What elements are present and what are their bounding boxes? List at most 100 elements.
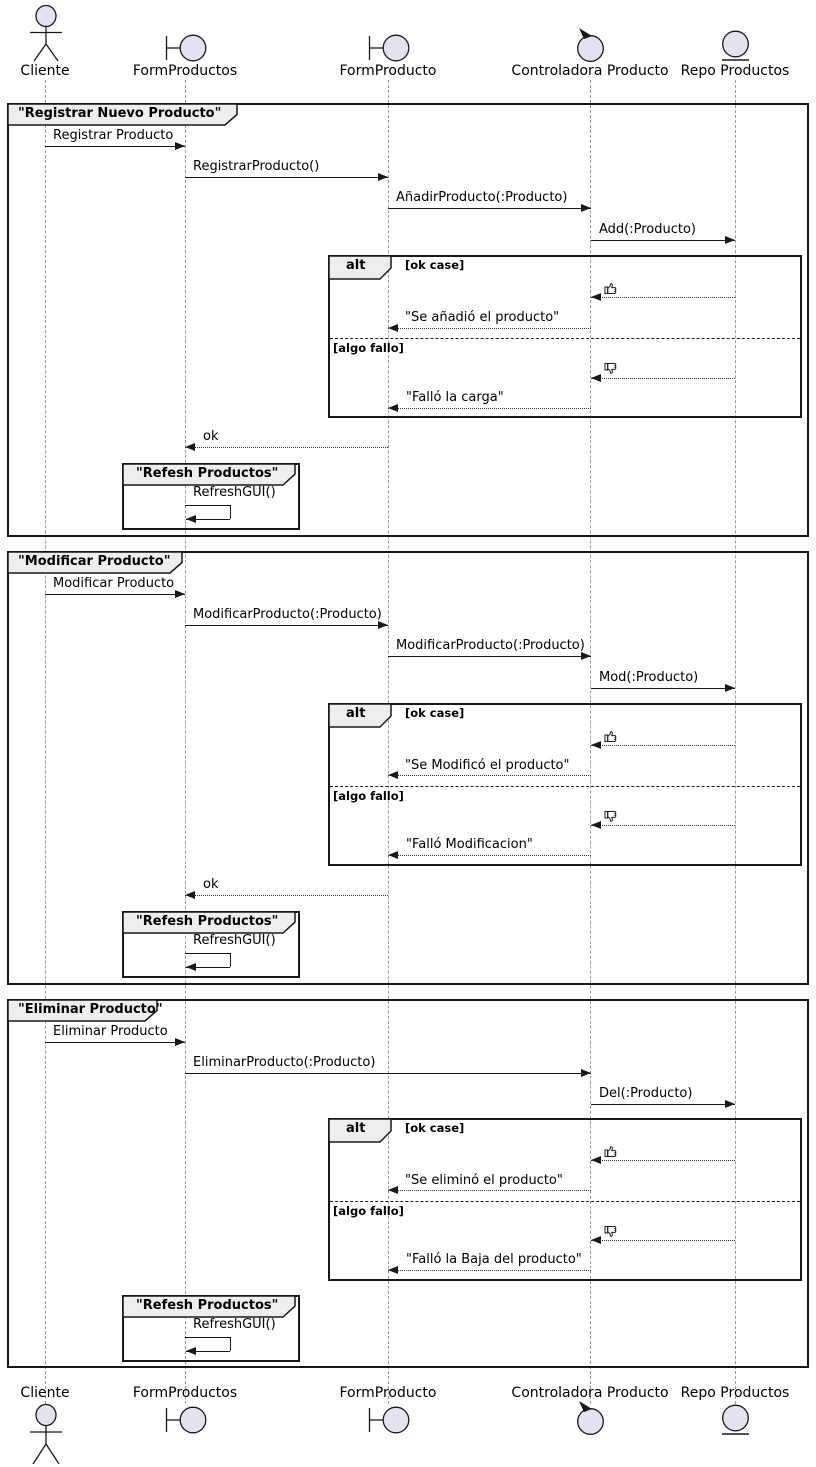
- arrowhead: [378, 173, 388, 181]
- alt-keyword: alt: [346, 706, 366, 721]
- boundary-icon: [368, 34, 410, 62]
- message-label: ModificarProducto(:Producto): [193, 607, 382, 622]
- return-line: [185, 895, 388, 896]
- return-line: [388, 328, 591, 329]
- alt-guard-fail: [algo fallo]: [333, 1204, 404, 1218]
- entity-icon: [722, 1404, 749, 1435]
- participant-label-formproductos: FormProductos: [132, 63, 238, 79]
- group-title: "Refesh Productos": [136, 914, 279, 929]
- arrowhead: [591, 821, 601, 829]
- frame-title: "Registrar Nuevo Producto": [18, 106, 222, 121]
- self-message-line: [186, 1351, 230, 1352]
- self-message-label: RefreshGUI(): [193, 933, 276, 948]
- alt-fragment: [328, 1118, 802, 1281]
- alt-keyword: alt: [346, 1121, 366, 1136]
- frame-eliminar: [7, 999, 809, 1368]
- participant-label-controladora: Controladora Producto: [511, 1385, 669, 1401]
- thumbs-down-icon: [604, 811, 617, 822]
- self-message-line: [186, 967, 230, 968]
- alt-guard-ok: [ok case]: [405, 258, 465, 272]
- return-label: "Falló la carga": [406, 390, 504, 405]
- return-line: [388, 775, 591, 776]
- frame-title-pentagon: [7, 999, 158, 1022]
- message-line: [45, 594, 185, 595]
- message-label: Add(:Producto): [599, 222, 697, 237]
- control-icon: [577, 1401, 604, 1435]
- arrowhead: [725, 1100, 735, 1108]
- return-line: [185, 447, 388, 448]
- arrowhead: [175, 142, 185, 150]
- frame-modificar: [7, 551, 809, 985]
- arrowhead: [591, 741, 601, 749]
- arrowhead: [591, 293, 601, 301]
- arrowhead: [185, 891, 195, 899]
- arrowhead: [725, 684, 735, 692]
- group-pentagon: [122, 911, 296, 934]
- arrowhead: [581, 1069, 591, 1077]
- arrowhead: [186, 515, 196, 523]
- return-label: "Se añadió el producto": [405, 310, 560, 325]
- message-label: Eliminar Producto: [53, 1024, 168, 1039]
- message-label: ModificarProducto(:Producto): [396, 638, 585, 653]
- return-line: [591, 297, 735, 298]
- group-pentagon: [122, 1295, 296, 1318]
- return-line: [591, 378, 735, 379]
- participant-label-formproductos: FormProductos: [132, 1385, 238, 1401]
- self-message-line: [186, 519, 230, 520]
- return-line: [591, 825, 735, 826]
- lifeline-formproducto: [388, 80, 389, 1404]
- participant-label-controladora: Controladora Producto: [511, 63, 669, 79]
- group-title: "Refesh Productos": [136, 466, 279, 481]
- arrowhead: [388, 324, 398, 332]
- arrowhead: [591, 1156, 601, 1164]
- return-line: [591, 1240, 735, 1241]
- return-line: [388, 408, 591, 409]
- message-line: [45, 146, 185, 147]
- participant-label-cliente: Cliente: [20, 63, 70, 79]
- return-label: "Falló la Baja del producto": [406, 1252, 582, 1267]
- alt-guard-ok: [ok case]: [405, 706, 465, 720]
- frame-title-pentagon: [7, 103, 238, 126]
- message-label: Modificar Producto: [53, 576, 175, 591]
- message-line: [185, 1073, 591, 1074]
- return-line: [388, 855, 591, 856]
- arrowhead: [185, 443, 195, 451]
- arrowhead: [591, 374, 601, 382]
- return-line: [388, 1190, 591, 1191]
- thumbs-down-icon: [604, 363, 617, 374]
- alt-fragment: [328, 703, 802, 866]
- participant-label-cliente: Cliente: [20, 1385, 70, 1401]
- arrowhead: [175, 590, 185, 598]
- return-label: ok: [203, 429, 219, 444]
- alt-divider: [330, 1201, 800, 1202]
- participant-label-repo: Repo Productos: [680, 63, 790, 79]
- participant-label-formproducto: FormProducto: [339, 1385, 437, 1401]
- message-line: [388, 208, 591, 209]
- alt-divider: [330, 338, 800, 339]
- thumbs-up-icon: [604, 1146, 617, 1157]
- alt-pentagon: [328, 703, 392, 728]
- return-label: ok: [203, 877, 219, 892]
- message-line: [185, 625, 388, 626]
- control-icon: [577, 28, 604, 62]
- arrowhead: [186, 1347, 196, 1355]
- frame-title: "Modificar Producto": [18, 554, 171, 569]
- alt-guard-fail: [algo fallo]: [333, 789, 404, 803]
- self-message-line: [230, 1337, 231, 1351]
- thumbs-up-icon: [604, 731, 617, 742]
- group-pentagon: [122, 463, 296, 486]
- message-line: [591, 240, 735, 241]
- frame-title: "Eliminar Producto": [18, 1002, 163, 1017]
- arrowhead: [591, 1236, 601, 1244]
- actor-icon: [30, 5, 62, 62]
- arrowhead: [378, 621, 388, 629]
- message-label: Del(:Producto): [599, 1086, 693, 1101]
- return-label: "Se eliminó el producto": [405, 1173, 563, 1188]
- participant-label-formproducto: FormProducto: [339, 63, 437, 79]
- message-line: [45, 1042, 185, 1043]
- self-message-label: RefreshGUI(): [193, 485, 276, 500]
- lifeline-repo: [735, 80, 736, 1404]
- arrowhead: [175, 1038, 185, 1046]
- thumbs-up-icon: [604, 283, 617, 294]
- actor-icon: [30, 1404, 62, 1465]
